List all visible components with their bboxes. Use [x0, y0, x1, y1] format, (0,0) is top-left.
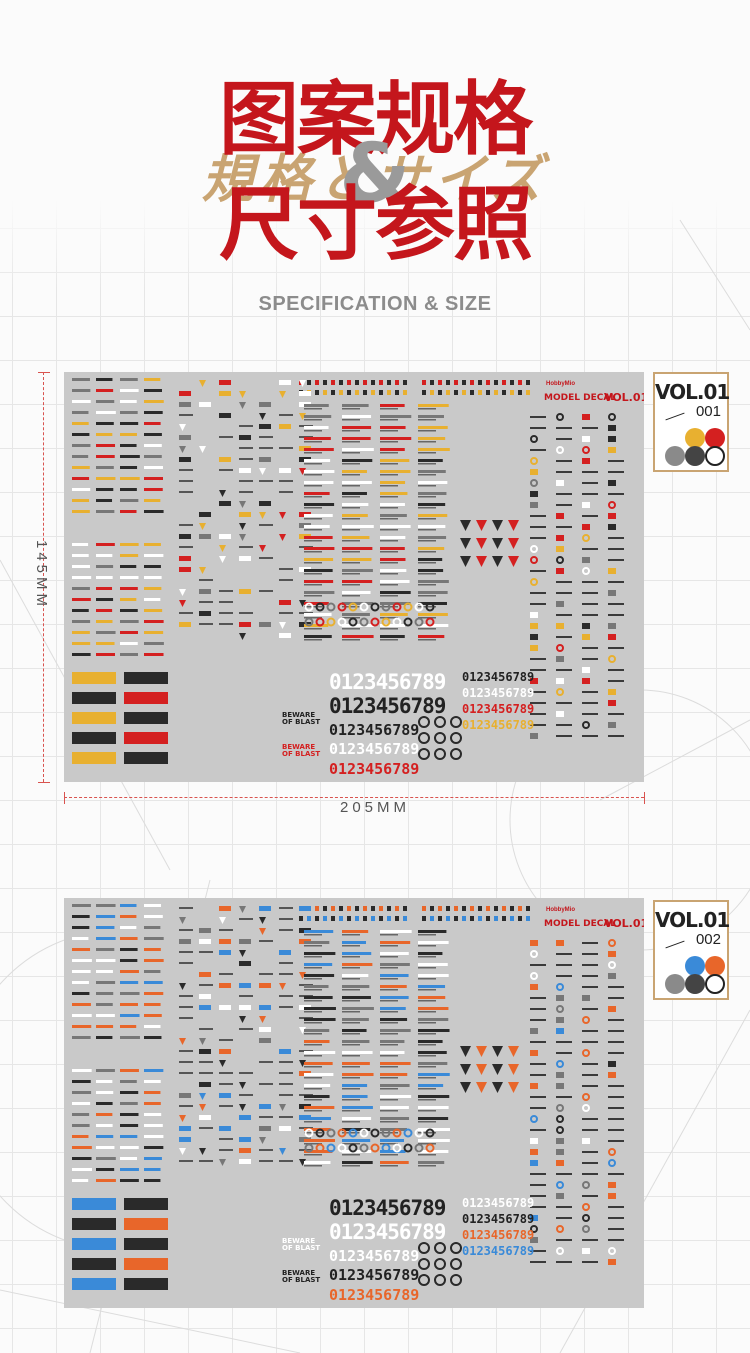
side-number-row: 0123456789 [462, 702, 535, 716]
color-swatch [685, 974, 705, 994]
vol-badge-1: VOL.01 001 [653, 372, 730, 472]
side-number-row: 0123456789 [462, 718, 535, 732]
width-dimension-line [64, 792, 645, 804]
vol-badge-2: VOL.01 002 [653, 900, 730, 1000]
color-swatch [685, 956, 705, 976]
color-swatch [705, 446, 725, 466]
number-row: 0123456789 [329, 760, 420, 778]
number-row: 0123456789 [329, 1266, 420, 1284]
sheet-vol-label: VOL.01 [604, 917, 644, 930]
height-dimension-label: 145MM [33, 540, 50, 611]
subtitle: SPECIFICATION & SIZE [258, 293, 492, 315]
color-swatch [685, 428, 705, 448]
color-swatch [665, 446, 685, 466]
brand-label: HobbyMio [546, 381, 575, 387]
color-swatch [705, 956, 725, 976]
decal-sheet-2: HobbyMio MODEL DECAL VOL.01 0123456789 0… [64, 898, 644, 1308]
color-swatch [665, 974, 685, 994]
color-swatch [705, 974, 725, 994]
side-number-row: 0123456789 [462, 1196, 535, 1210]
title-line-2: 尺寸参照 [219, 178, 533, 271]
header-fade [0, 0, 750, 290]
sheet-vol-label: VOL.01 [604, 391, 644, 404]
number-row: 0123456789 [329, 670, 446, 694]
side-number-row: 0123456789 [462, 670, 535, 684]
color-swatch [685, 446, 705, 466]
badge-code: 002 [695, 931, 721, 948]
decal-pattern-1 [72, 378, 624, 764]
japanese-title: 規格とサイズ [201, 150, 549, 210]
number-row: 0123456789 [329, 1196, 446, 1220]
number-row: 0123456789 [329, 1286, 420, 1304]
height-dimension-line [38, 372, 50, 783]
decal-sheet-1: HobbyMio MODEL DECAL VOL.01 0123456789 0… [64, 372, 644, 782]
badge-slash [665, 940, 685, 949]
color-swatch [705, 428, 725, 448]
title-line-1: 图案规格 [219, 73, 533, 166]
title-ampersand: & [339, 127, 411, 222]
width-dimension-label: 205MM [339, 799, 411, 816]
decal-pattern-2 [72, 904, 624, 1290]
model-decal-label: MODEL DECAL [544, 919, 617, 929]
badge-code: 001 [695, 403, 721, 420]
number-row: 0123456789 [329, 694, 446, 718]
side-number-row: 0123456789 [462, 1244, 535, 1258]
number-row: 0123456789 [329, 1247, 420, 1265]
number-row: 0123456789 [329, 1220, 446, 1244]
side-number-row: 0123456789 [462, 686, 535, 700]
number-row: 0123456789 [329, 721, 420, 739]
model-decal-label: MODEL DECAL [544, 393, 617, 403]
badge-vol: VOL.01 [655, 380, 730, 404]
badge-vol: VOL.01 [655, 908, 730, 932]
side-number-row: 0123456789 [462, 1212, 535, 1226]
side-number-row: 0123456789 [462, 1228, 535, 1242]
number-row: 0123456789 [329, 740, 420, 758]
badge-slash [665, 412, 685, 421]
brand-label: HobbyMio [546, 907, 575, 913]
